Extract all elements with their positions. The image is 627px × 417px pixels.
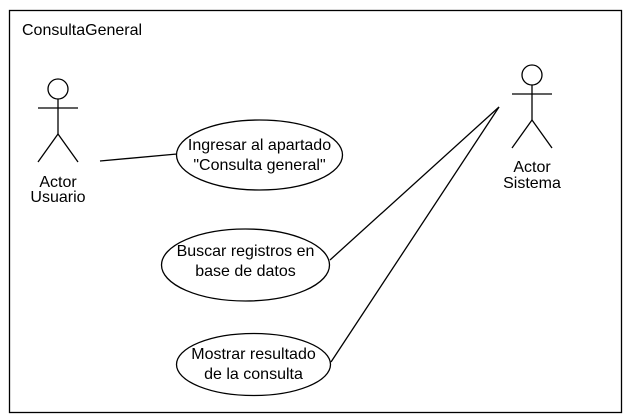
- use-case-mostrar-line1: Mostrar resultado: [191, 346, 316, 363]
- actor-sistema-leg-left: [511, 119, 533, 149]
- association-usuario-ingresar: [99, 153, 178, 162]
- use-case-mostrar: [175, 332, 332, 397]
- actor-sistema: [511, 64, 553, 149]
- actor-sistema-leg-right: [531, 119, 553, 149]
- actor-sistema-label-line2: Sistema: [503, 175, 561, 192]
- actor-usuario-label-line1: Actor: [39, 174, 77, 191]
- actor-usuario-label-line2: Usuario: [30, 189, 85, 206]
- use-case-ingresar: [175, 119, 344, 191]
- association-sistema-buscar: [329, 106, 500, 261]
- use-case-buscar-line2: base de datos: [195, 263, 296, 280]
- use-case-ingresar-line2: "Consulta general": [193, 157, 325, 174]
- use-case-mostrar-line2: de la consulta: [204, 366, 303, 383]
- actor-usuario-leg-right: [57, 133, 79, 163]
- use-case-buscar: [160, 228, 331, 302]
- associations: [99, 106, 500, 363]
- actor-sistema-label-line1: Actor: [513, 159, 551, 176]
- actor-usuario-leg-left: [37, 133, 59, 163]
- boundary-title: ConsultaGeneral: [22, 22, 142, 39]
- association-sistema-mostrar: [330, 106, 500, 363]
- actor-usuario: [37, 78, 79, 163]
- use-case-buscar-line1: Buscar registros en: [177, 243, 315, 260]
- use-case-ingresar-line1: Ingresar al apartado: [188, 137, 331, 154]
